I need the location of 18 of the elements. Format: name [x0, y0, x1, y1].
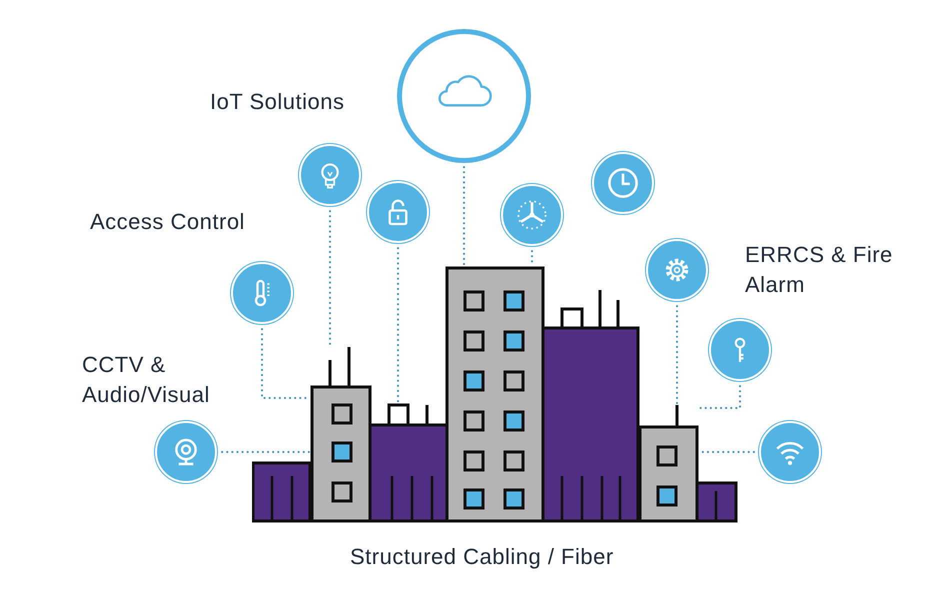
- icon-circle: [759, 421, 821, 483]
- icon-circle: [299, 144, 361, 206]
- icon-circle: [367, 181, 429, 243]
- building-drawing: [445, 266, 545, 523]
- category-label: CCTV & Audio/Visual: [82, 351, 211, 409]
- icon-circle: [646, 239, 708, 301]
- caption-text: Structured Cabling / Fiber: [350, 543, 615, 571]
- icon-circle: [231, 262, 293, 324]
- icon-circle: [501, 184, 563, 246]
- category-label: Access Control: [90, 208, 246, 236]
- category-label: IoT Solutions: [210, 88, 346, 116]
- building-drawing: [252, 461, 312, 523]
- icon-circle: [592, 152, 654, 214]
- building-drawing: [638, 403, 699, 523]
- icon-circle: [709, 319, 771, 381]
- category-label: ERRCS & Fire Alarm: [745, 241, 894, 299]
- building-drawing: [310, 345, 372, 523]
- icon-circle: [155, 421, 217, 483]
